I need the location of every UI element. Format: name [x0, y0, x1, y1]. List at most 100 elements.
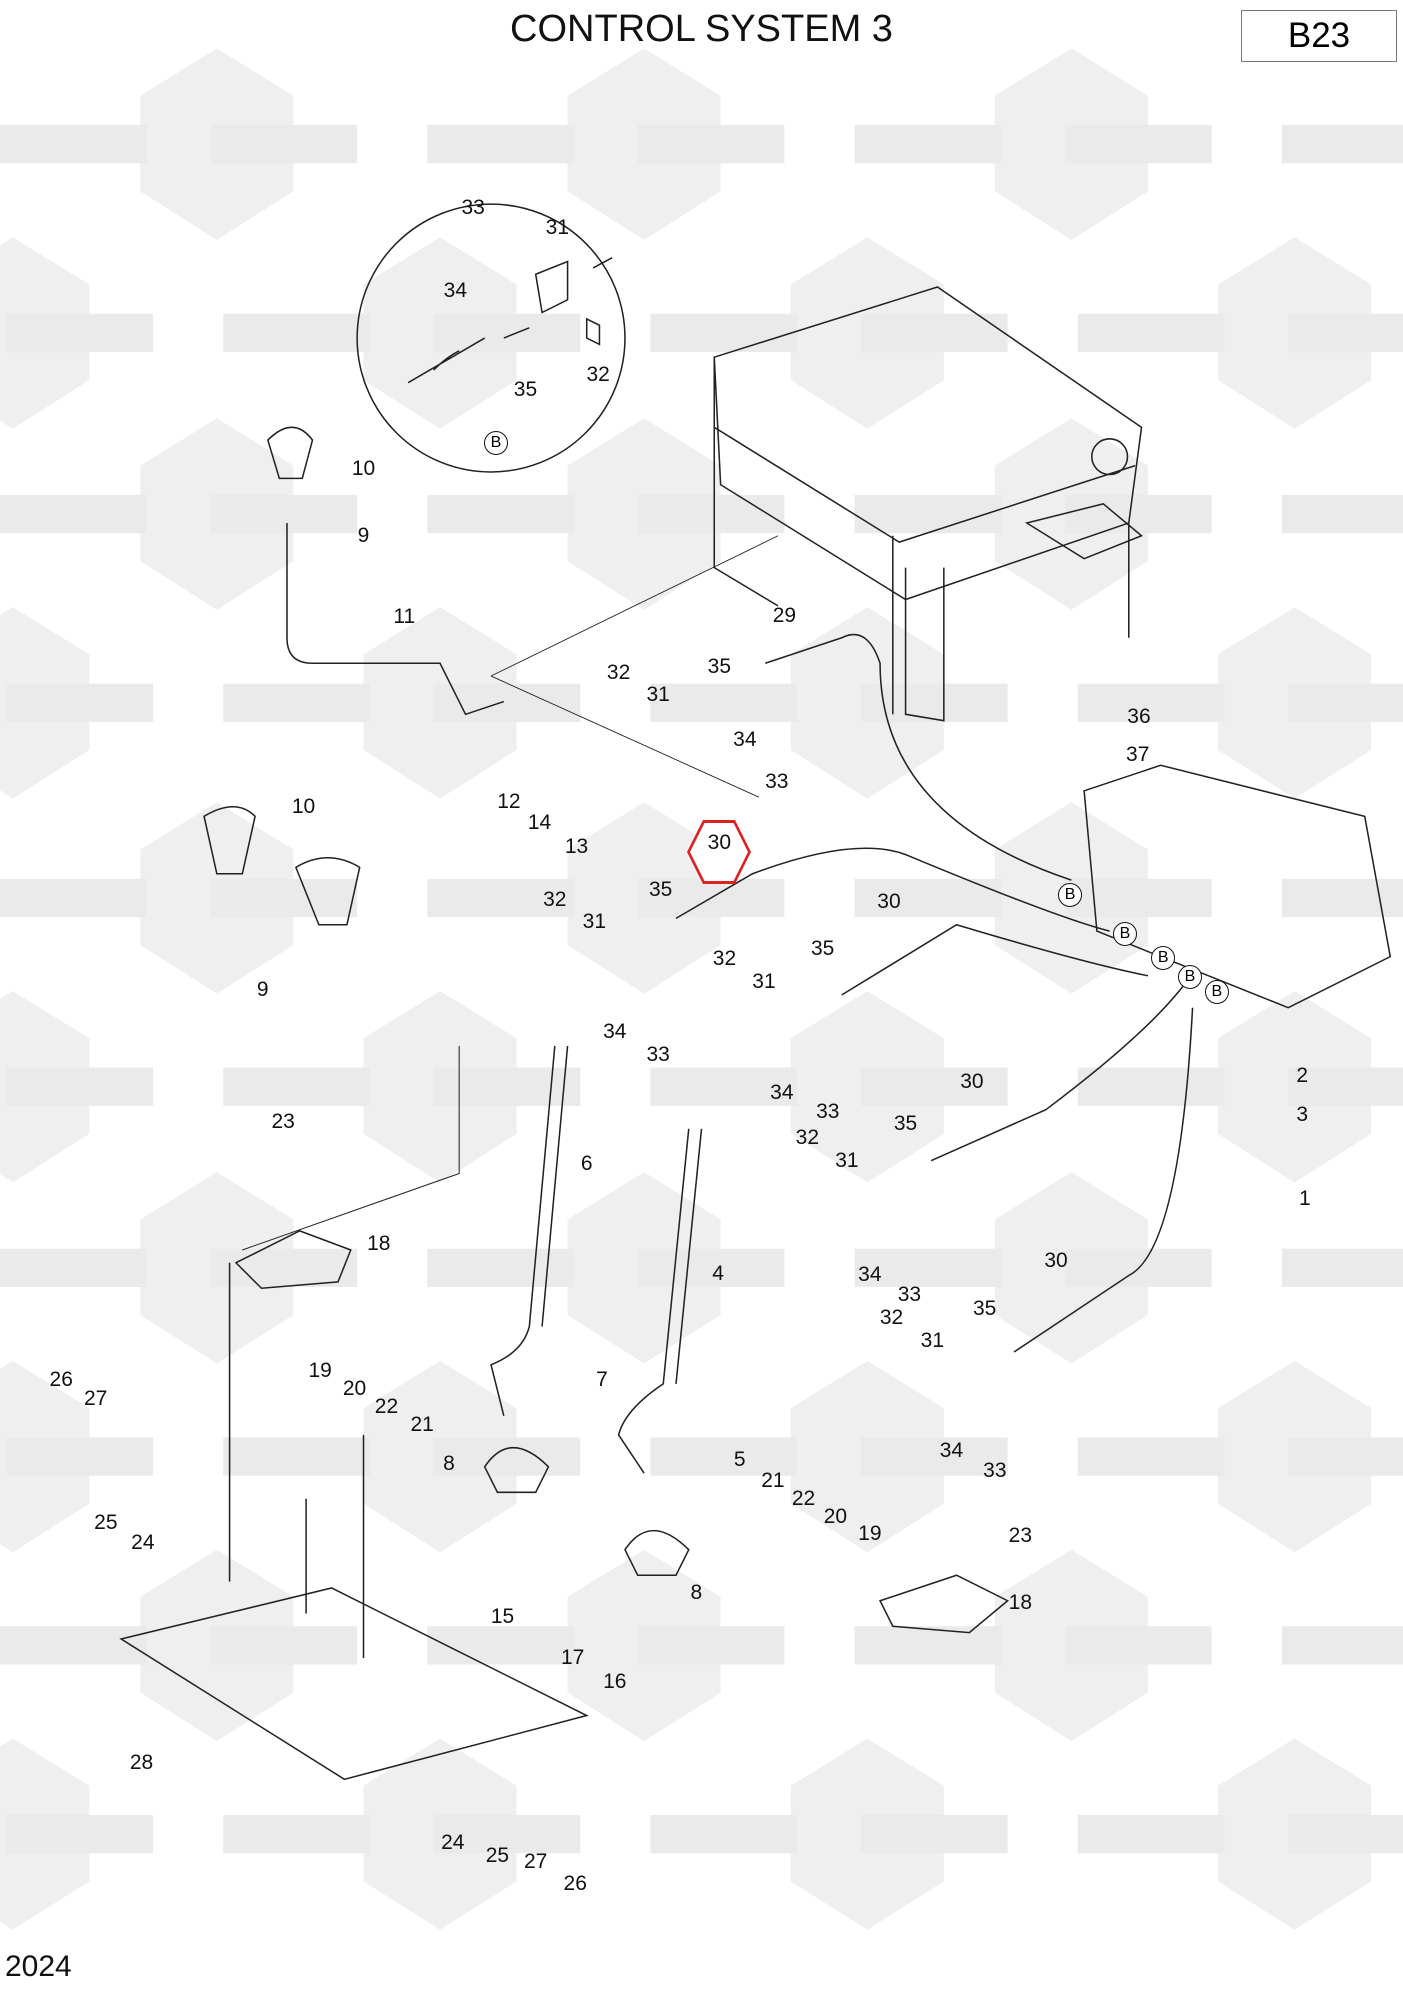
- part-callout-4[interactable]: 4: [712, 1262, 724, 1286]
- part-callout-8[interactable]: 8: [690, 1581, 703, 1605]
- part-callout-6[interactable]: 6: [580, 1152, 593, 1176]
- watermark-band: [1288, 1815, 1403, 1854]
- part-callout-20[interactable]: 20: [342, 1376, 367, 1400]
- watermark-band: [854, 494, 1002, 534]
- part-callout-25[interactable]: 25: [94, 1510, 118, 1534]
- part-callout-35[interactable]: 35: [810, 936, 835, 960]
- part-callout-32[interactable]: 32: [606, 661, 631, 685]
- control-valve: [1083, 764, 1392, 1009]
- part-callout-7[interactable]: 7: [596, 1368, 608, 1392]
- part-callout-34[interactable]: 34: [858, 1263, 882, 1287]
- part-callout-32[interactable]: 32: [543, 888, 567, 912]
- part-callout-1[interactable]: 1: [1298, 1186, 1311, 1210]
- part-callout-21[interactable]: 21: [761, 1468, 785, 1492]
- part-callout-34[interactable]: 34: [443, 278, 468, 302]
- part-callout-17[interactable]: 17: [560, 1646, 585, 1670]
- part-callout-19[interactable]: 19: [308, 1359, 332, 1383]
- part-callout-33[interactable]: 33: [816, 1100, 840, 1124]
- part-callout-19[interactable]: 19: [858, 1522, 882, 1546]
- watermark-band: [860, 683, 1008, 722]
- part-callout-32[interactable]: 32: [586, 362, 610, 386]
- watermark-band: [433, 1437, 581, 1476]
- part-callout-33[interactable]: 33: [897, 1282, 922, 1306]
- watermark-band: [1281, 494, 1403, 534]
- part-callout-22[interactable]: 22: [374, 1394, 399, 1418]
- part-callout-35[interactable]: 35: [972, 1296, 997, 1320]
- connector-b-label: B: [1177, 964, 1202, 989]
- part-callout-27[interactable]: 27: [524, 1850, 548, 1874]
- watermark-band: [854, 878, 1002, 918]
- part-callout-13[interactable]: 13: [564, 834, 589, 858]
- part-callout-26[interactable]: 26: [49, 1368, 73, 1392]
- part-callout-18[interactable]: 18: [367, 1231, 391, 1255]
- part-callout-31[interactable]: 31: [545, 216, 570, 240]
- part-callout-24[interactable]: 24: [131, 1531, 155, 1555]
- part-callout-35[interactable]: 35: [513, 378, 538, 402]
- part-callout-28[interactable]: 28: [129, 1750, 154, 1774]
- part-callout-32[interactable]: 32: [879, 1305, 904, 1329]
- part-callout-8[interactable]: 8: [443, 1452, 455, 1476]
- part-callout-37[interactable]: 37: [1126, 743, 1150, 767]
- part-callout-18[interactable]: 18: [1008, 1591, 1033, 1615]
- part-callout-31[interactable]: 31: [582, 910, 607, 934]
- watermark-band: [854, 125, 1002, 164]
- part-callout-16[interactable]: 16: [603, 1670, 627, 1694]
- part-callout-26[interactable]: 26: [563, 1871, 587, 1895]
- watermark-band: [210, 1626, 358, 1665]
- part-callout-33[interactable]: 33: [461, 195, 485, 219]
- part-callout-27[interactable]: 27: [83, 1387, 108, 1411]
- watermark-band: [1281, 1626, 1403, 1665]
- part-callout-25[interactable]: 25: [485, 1843, 510, 1867]
- part-callout-5[interactable]: 5: [733, 1448, 746, 1472]
- part-callout-31[interactable]: 31: [752, 970, 776, 994]
- watermark-band: [650, 1815, 798, 1854]
- watermark-band: [210, 1248, 358, 1287]
- part-callout-34[interactable]: 34: [603, 1019, 627, 1043]
- part-callout-9[interactable]: 9: [256, 977, 269, 1001]
- part-callout-36[interactable]: 36: [1127, 704, 1151, 728]
- part-callout-9[interactable]: 9: [357, 523, 370, 547]
- part-callout-30[interactable]: 30: [1044, 1249, 1068, 1273]
- part-callout-33[interactable]: 33: [983, 1458, 1007, 1482]
- part-callout-10[interactable]: 10: [291, 795, 316, 819]
- part-callout-15[interactable]: 15: [490, 1605, 515, 1629]
- part-callout-12[interactable]: 12: [497, 790, 521, 814]
- watermark-band: [6, 683, 154, 722]
- part-callout-34[interactable]: 34: [733, 727, 757, 751]
- part-callout-23[interactable]: 23: [271, 1110, 295, 1134]
- watermark-band: [427, 1248, 574, 1287]
- part-callout-32[interactable]: 32: [712, 947, 737, 971]
- part-callout-14[interactable]: 14: [527, 810, 552, 834]
- part-callout-33[interactable]: 33: [646, 1042, 670, 1066]
- connector-b-label: B: [1204, 980, 1229, 1005]
- part-callout-30[interactable]: 30: [877, 889, 901, 913]
- part-callout-31[interactable]: 31: [835, 1148, 859, 1172]
- watermark-band: [433, 1067, 581, 1106]
- part-callout-30[interactable]: 30: [707, 831, 732, 855]
- part-callout-23[interactable]: 23: [1008, 1523, 1033, 1547]
- part-callout-22[interactable]: 22: [791, 1486, 816, 1510]
- part-callout-3[interactable]: 3: [1296, 1102, 1309, 1126]
- part-callout-34[interactable]: 34: [770, 1081, 794, 1105]
- part-callout-21[interactable]: 21: [410, 1412, 434, 1436]
- watermark-band: [854, 1626, 1002, 1665]
- part-callout-34[interactable]: 34: [939, 1439, 964, 1463]
- part-callout-29[interactable]: 29: [772, 604, 797, 628]
- watermark-band: [433, 683, 581, 722]
- part-callout-35[interactable]: 35: [707, 655, 732, 679]
- part-callout-30[interactable]: 30: [960, 1069, 984, 1093]
- part-callout-35[interactable]: 35: [648, 878, 673, 902]
- part-callout-11[interactable]: 11: [393, 605, 416, 629]
- part-callout-2[interactable]: 2: [1296, 1064, 1309, 1088]
- part-callout-31[interactable]: 31: [646, 683, 670, 707]
- part-callout-10[interactable]: 10: [351, 457, 376, 481]
- link-lines: [242, 1045, 460, 1251]
- part-callout-20[interactable]: 20: [823, 1504, 848, 1528]
- part-callout-32[interactable]: 32: [795, 1125, 820, 1149]
- watermark-band: [637, 125, 785, 164]
- detail-b-circle: [356, 203, 626, 473]
- part-callout-35[interactable]: 35: [893, 1111, 918, 1135]
- part-callout-33[interactable]: 33: [765, 769, 789, 793]
- part-callout-31[interactable]: 31: [920, 1328, 945, 1352]
- part-callout-24[interactable]: 24: [441, 1831, 465, 1855]
